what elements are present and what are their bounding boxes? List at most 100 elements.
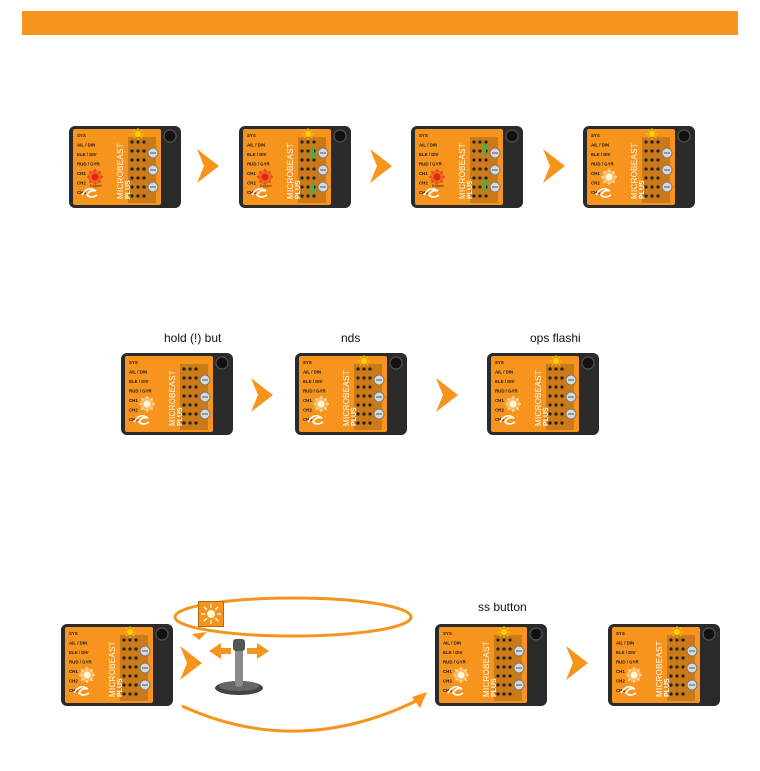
brand-logo-icon (620, 685, 637, 696)
device-label: RUD / GYR (247, 162, 271, 167)
device-label: RUD / GYR (77, 162, 101, 167)
device-label: ELE / DIV (616, 650, 636, 655)
device-label: CH1 (495, 398, 504, 403)
setup-button-icon (529, 627, 543, 641)
brand-logo-icon (307, 414, 324, 425)
device-label: RUD / GYR (419, 162, 443, 167)
device-label: CH1 (303, 398, 312, 403)
device-label: CH3 (129, 417, 138, 422)
setup-button-icon (333, 129, 347, 143)
setup-button-icon (215, 356, 229, 370)
setup-button-icon (677, 129, 691, 143)
status-label: Expert (90, 183, 102, 188)
device-label: AIL / DIN (591, 143, 609, 148)
device-label: AIL / DIN (77, 143, 95, 148)
step-caption: nds (341, 331, 361, 345)
device-label: CH1 (69, 669, 78, 674)
brand-text: PLUS (491, 678, 498, 697)
device-label: RUD / GYR (69, 660, 93, 665)
brand-text: MICROBEAST (655, 641, 664, 697)
device-label: RUD / GYR (616, 660, 640, 665)
device-label: ELE / DIV (129, 379, 149, 384)
device-label: CH2 (129, 408, 138, 413)
device-label: AIL / DIN (443, 641, 461, 646)
brand-logo-icon (251, 187, 268, 198)
setup-button-icon (505, 129, 519, 143)
device-label: CH1 (129, 398, 138, 403)
brand-logo-icon (423, 187, 440, 198)
device-label: CH2 (591, 181, 600, 186)
brand-text: MICROBEAST (458, 143, 467, 199)
step-caption: ops flashi (530, 331, 581, 345)
brand-text: MICROBEAST (342, 370, 351, 426)
step-arrow-icon (566, 646, 588, 680)
device-label: ELE / DIV (69, 650, 89, 655)
device-label: AIL / DIN (69, 641, 87, 646)
device-label: CH3 (495, 417, 504, 422)
device-label: CH2 (495, 408, 504, 413)
step-arrow-icon (197, 149, 219, 183)
device-label: SYS (591, 133, 600, 138)
mode-led-icon (649, 131, 655, 137)
device-label: SYS (77, 133, 86, 138)
device-label: CH2 (616, 679, 625, 684)
device-label: AIL / DIN (495, 370, 513, 375)
mode-led-icon (127, 629, 133, 635)
device-label: SYS (443, 631, 452, 636)
device-label: AIL / DIN (247, 143, 265, 148)
brand-logo-icon (81, 187, 98, 198)
brand-text: MICROBEAST (630, 143, 639, 199)
step-caption: ss button (478, 600, 527, 614)
device-label: ELE / DIV (419, 152, 439, 157)
device-label: CH1 (616, 669, 625, 674)
brand-text: PLUS (117, 678, 124, 697)
device-label: SYS (69, 631, 78, 636)
brand-text: PLUS (351, 407, 358, 426)
step-caption: hold (!) but (164, 331, 222, 345)
brand-logo-icon (73, 685, 90, 696)
device-label: RUD / GYR (591, 162, 615, 167)
device-label: SYS (419, 133, 428, 138)
device-label: CH3 (69, 688, 78, 693)
device-label: CH3 (303, 417, 312, 422)
status-label: Expert (260, 183, 272, 188)
device-label: RUD / GYR (495, 389, 519, 394)
device-label: CH2 (443, 679, 452, 684)
device-label: CH1 (443, 669, 452, 674)
brand-text: PLUS (295, 180, 302, 199)
device-label: ELE / DIV (443, 650, 463, 655)
device-label: CH1 (77, 171, 86, 176)
led-flash-icon (198, 601, 224, 627)
step-arrow-icon (180, 646, 202, 680)
device-label: ELE / DIV (247, 152, 267, 157)
mode-led-icon (361, 358, 367, 364)
brand-text: PLUS (125, 180, 132, 199)
brand-text: MICROBEAST (534, 370, 543, 426)
device-label: CH3 (419, 190, 428, 195)
mode-led-icon (674, 629, 680, 635)
status-label: Expert (432, 183, 444, 188)
device-label: CH2 (303, 408, 312, 413)
device-label: SYS (129, 360, 138, 365)
device-label: AIL / DIN (303, 370, 321, 375)
mode-led-icon (501, 629, 507, 635)
device-label: ELE / DIV (77, 152, 97, 157)
setup-button-icon (155, 627, 169, 641)
brand-logo-icon (595, 187, 612, 198)
device-label: AIL / DIN (616, 641, 634, 646)
device-label: CH2 (77, 181, 86, 186)
device-label: CH1 (591, 171, 600, 176)
device-label: CH2 (419, 181, 428, 186)
device-label: CH3 (247, 190, 256, 195)
brand-logo-icon (499, 414, 516, 425)
device-label: CH3 (443, 688, 452, 693)
